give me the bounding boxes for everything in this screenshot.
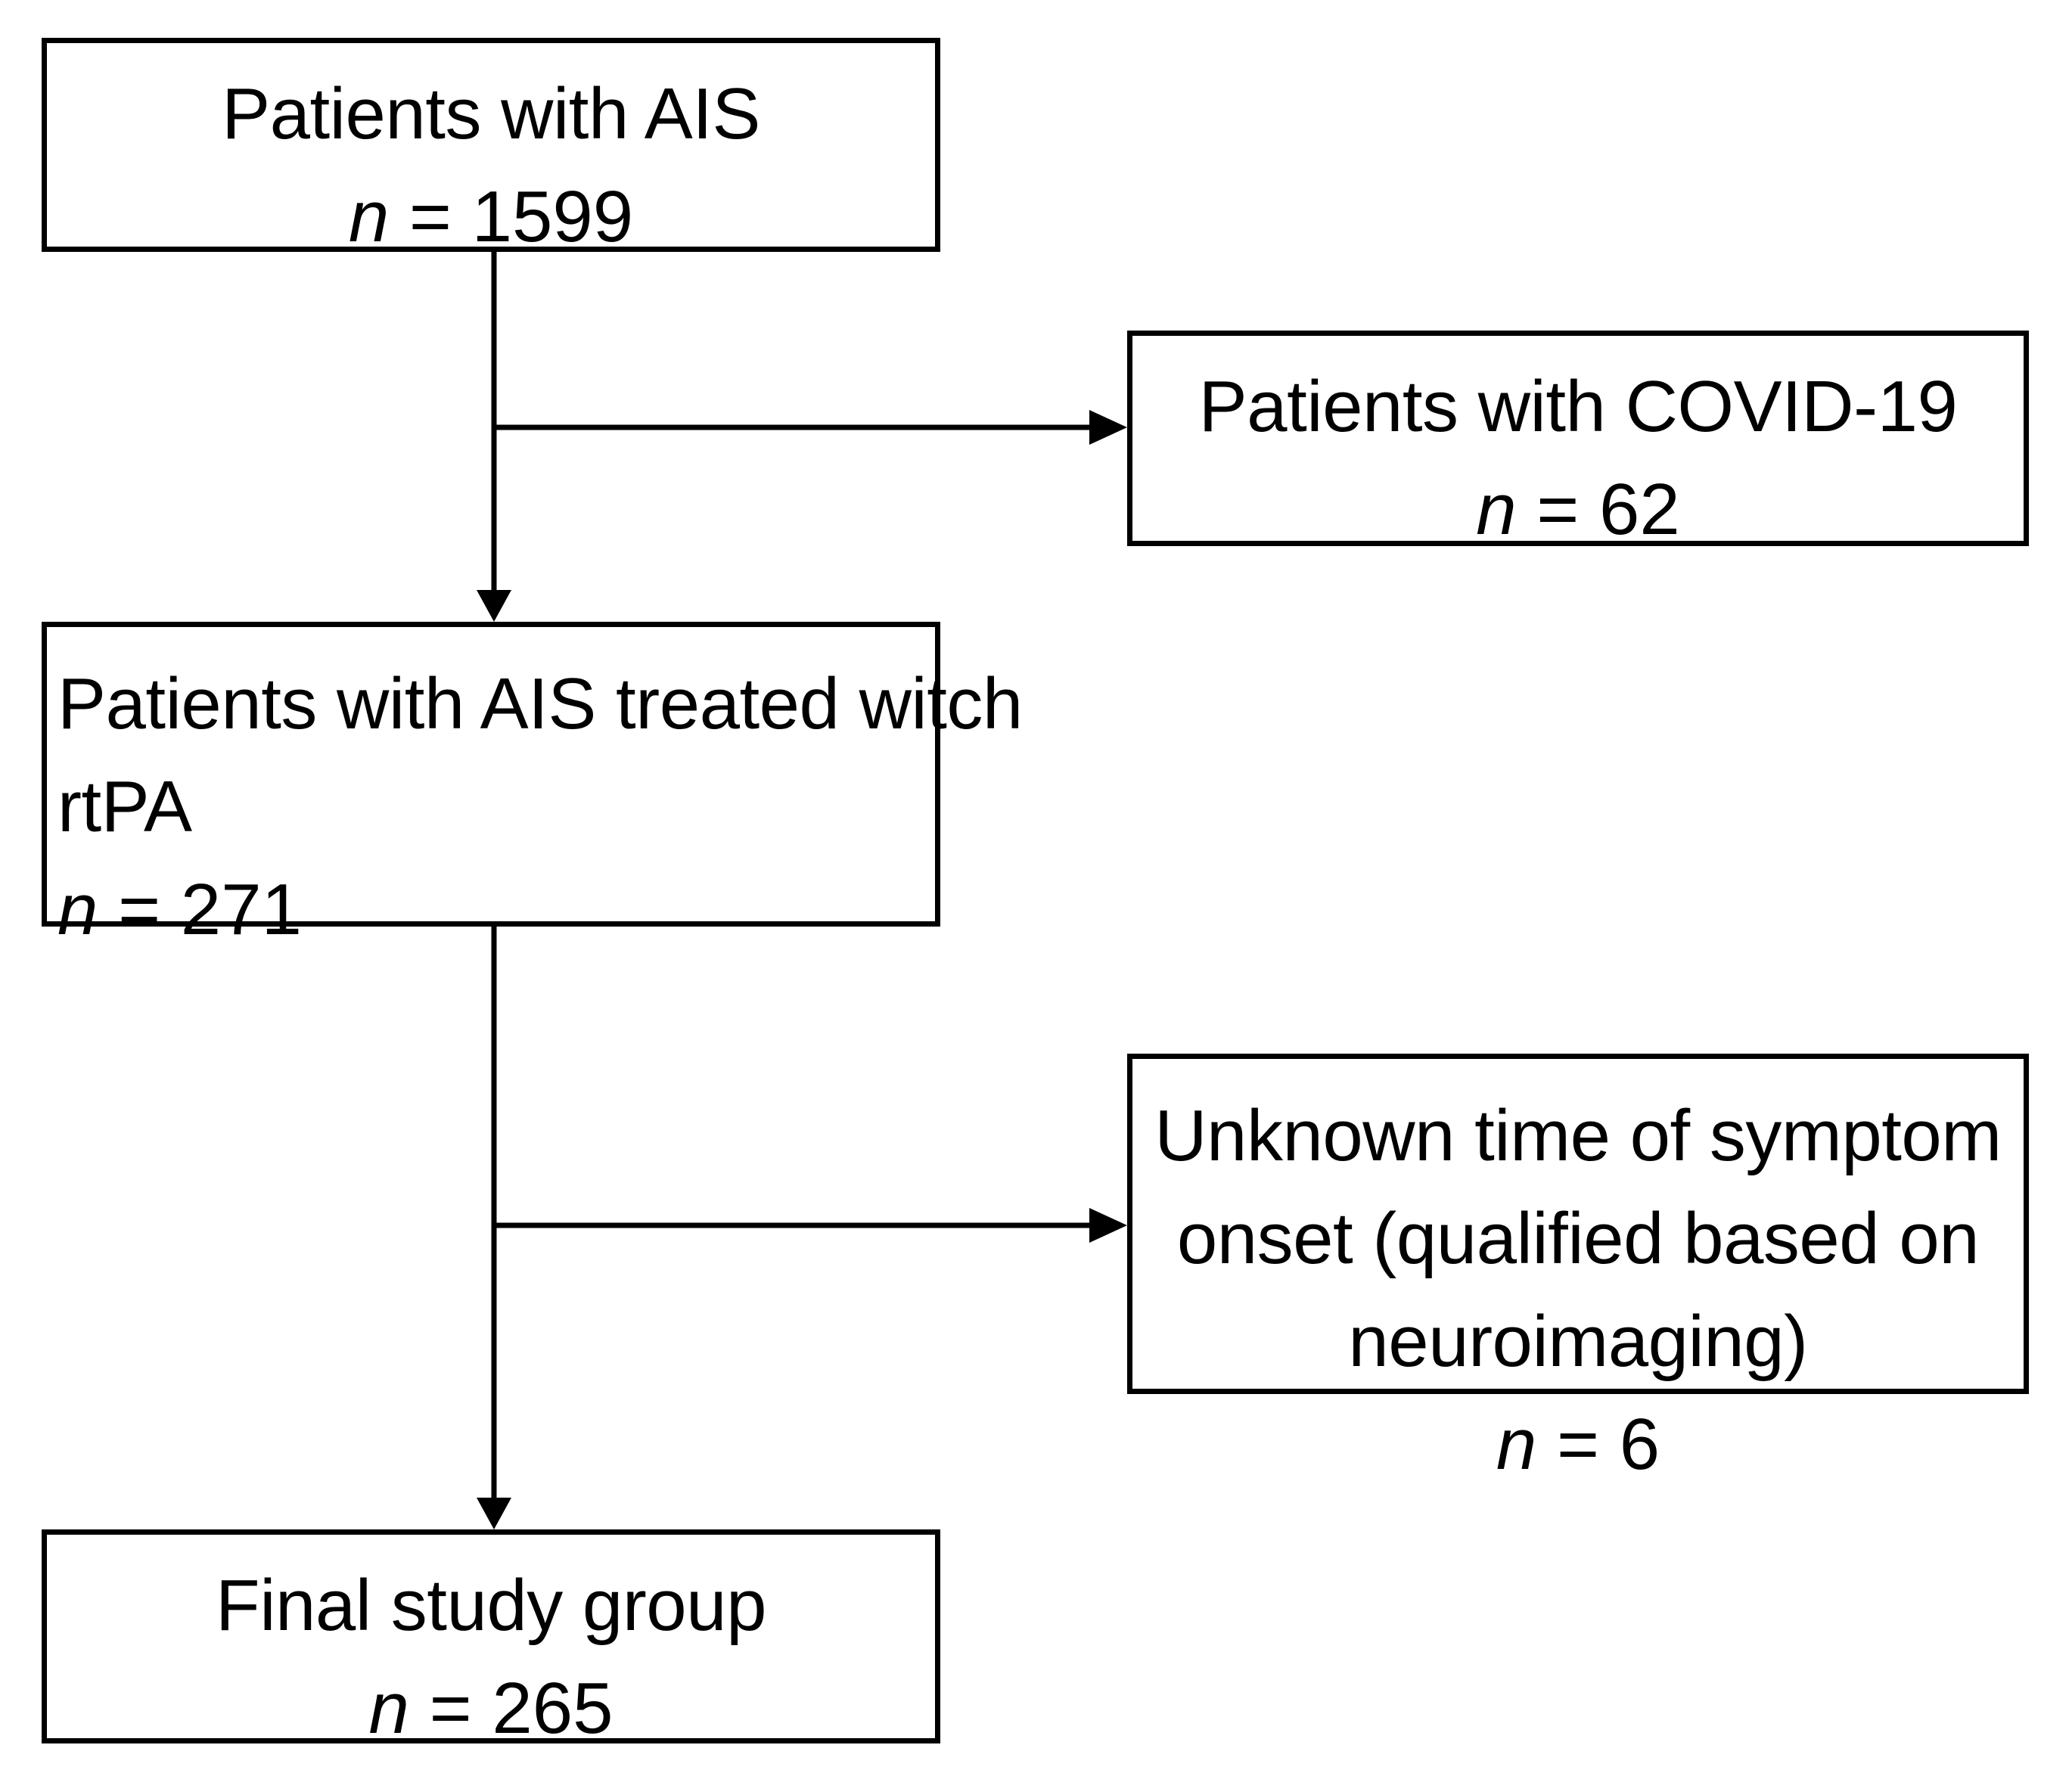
node-unknown-symptom-onset: Unknown time of symptom onset (qualified… bbox=[1127, 1054, 2029, 1485]
node-covid-count-value: 62 bbox=[1599, 469, 1680, 550]
node-unknown-label-line1: Unknown time of symptom bbox=[1154, 1095, 2002, 1176]
node-ais-count-symbol: n bbox=[348, 176, 390, 257]
node-rtpa-count-symbol: n bbox=[57, 869, 98, 950]
node-covid-count-separator: = bbox=[1536, 469, 1580, 550]
node-rtpa-count-separator: = bbox=[118, 869, 161, 950]
node-covid-count-symbol: n bbox=[1476, 469, 1517, 550]
node-covid-count: n = 62 bbox=[1476, 458, 1680, 561]
node-final-count-separator: = bbox=[429, 1668, 472, 1749]
node-final-count: n = 265 bbox=[369, 1657, 614, 1760]
node-ais-count: n = 1599 bbox=[349, 166, 633, 269]
node-final-count-symbol: n bbox=[368, 1668, 409, 1749]
node-unknown-count-symbol: n bbox=[1496, 1404, 1537, 1485]
node-rtpa-count-value: 271 bbox=[180, 869, 302, 950]
node-rtpa-count: n = 271 bbox=[57, 859, 302, 961]
node-final-count-value: 265 bbox=[492, 1668, 614, 1749]
node-covid-label: Patients with COVID-19 bbox=[1198, 366, 1958, 447]
node-ais-treated-with-rtpa: Patients with AIS treated witch rtPA n =… bbox=[42, 622, 1023, 950]
edge-ais-to-rtpa-arrowhead bbox=[477, 590, 511, 622]
node-unknown-count: n = 6 bbox=[1496, 1393, 1660, 1496]
node-unknown-label-line2: onset (qualified based on bbox=[1176, 1198, 1980, 1279]
node-ais-count-value: 1599 bbox=[471, 176, 634, 257]
edge-rtpa-to-unknown-arrowhead bbox=[1089, 1208, 1127, 1243]
node-unknown-count-value: 6 bbox=[1619, 1404, 1660, 1485]
edge-rtpa-to-final-arrowhead bbox=[477, 1498, 511, 1529]
node-patients-with-ais: Patients with AIS n = 1599 bbox=[42, 38, 940, 257]
edge-ais-to-covid-arrowhead bbox=[1089, 410, 1127, 445]
node-unknown-label-line3: neuroimaging) bbox=[1348, 1301, 1808, 1382]
node-rtpa-label-line2: rtPA bbox=[57, 766, 192, 847]
node-ais-count-separator: = bbox=[408, 176, 452, 257]
node-unknown-count-separator: = bbox=[1556, 1404, 1600, 1485]
node-final-study-group: Final study group n = 265 bbox=[42, 1529, 940, 1749]
node-rtpa-label-line1: Patients with AIS treated witch bbox=[57, 663, 1023, 744]
node-patients-with-covid19: Patients with COVID-19 n = 62 bbox=[1127, 331, 2029, 550]
node-ais-label: Patients with AIS bbox=[222, 73, 760, 154]
node-final-label: Final study group bbox=[216, 1565, 766, 1646]
